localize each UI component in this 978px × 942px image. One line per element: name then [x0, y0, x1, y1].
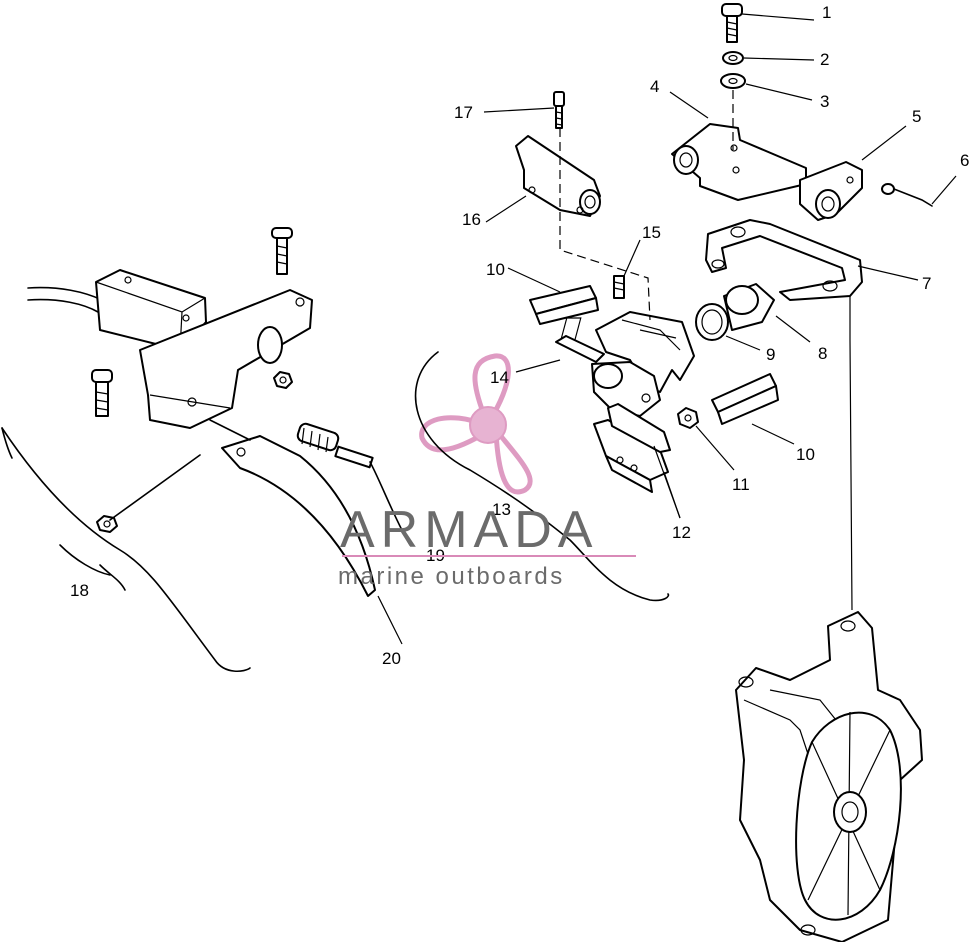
callout-11: 11: [732, 475, 750, 494]
callout-15: 15: [642, 223, 661, 242]
callout-6: 6: [960, 151, 969, 170]
brake-lever: [221, 435, 376, 597]
callout-2: 2: [820, 50, 829, 69]
caliper-body: [559, 311, 695, 417]
callout-5: 5: [912, 107, 921, 126]
screw-17: [553, 91, 565, 129]
callout-16: 16: [462, 210, 481, 229]
washer-3: [720, 73, 746, 89]
assembly-line-3: [849, 296, 853, 611]
callout-3: 3: [820, 92, 829, 111]
assembly-line-2: [559, 128, 651, 321]
callout-10-upper: 10: [486, 260, 505, 279]
caliper-bracket: [705, 219, 863, 301]
callout-18: 18: [70, 581, 89, 600]
callout-20: 20: [382, 649, 401, 668]
sleeve-16: [515, 135, 601, 217]
shim-lower: [711, 373, 779, 425]
hood-outline: [1, 427, 251, 672]
callout-17: 17: [454, 103, 473, 122]
handlebar-tube: [27, 286, 103, 313]
shim-upper: [529, 285, 599, 325]
chaincase-housing: [735, 611, 923, 942]
washer-2: [722, 51, 744, 65]
callout-12: 12: [672, 523, 691, 542]
caliper-pin: [555, 335, 605, 363]
o-ring: [695, 303, 729, 341]
callout-7: 7: [922, 274, 931, 293]
propeller-logo: [419, 353, 533, 495]
caliper-nut: [677, 407, 699, 429]
bolt-1: [721, 3, 743, 43]
callout-8: 8: [818, 344, 827, 363]
callout-10-lower: 10: [796, 445, 815, 464]
fitting-pin: [296, 422, 411, 546]
callout-13: 13: [492, 500, 511, 519]
nut-left-lower: [96, 515, 118, 533]
leader-lines: [377, 13, 957, 645]
set-screw-15: [613, 275, 625, 299]
nut-right: [273, 371, 293, 389]
master-cylinder: [95, 269, 313, 429]
clip-6: [881, 183, 933, 207]
disc-outline: [414, 351, 670, 602]
callout-9: 9: [766, 345, 775, 364]
watermark: ARMADA marine outboards: [338, 501, 636, 590]
screw-left: [91, 369, 113, 417]
callout-labels: 1 2 3 4 5 6 7 8 9 10 10 11 12 13 14 15 1…: [70, 3, 969, 668]
mount-bracket: [671, 123, 807, 201]
brake-pads: [593, 403, 671, 493]
watermark-brand: ARMADA: [340, 501, 598, 559]
callout-1: 1: [822, 3, 831, 22]
adjuster-cylinder: [799, 161, 863, 221]
callout-14: 14: [490, 368, 509, 387]
watermark-tagline: marine outboards: [338, 563, 565, 590]
screw-top-left: [271, 227, 293, 275]
callout-4: 4: [650, 77, 659, 96]
bushing: [723, 283, 775, 331]
